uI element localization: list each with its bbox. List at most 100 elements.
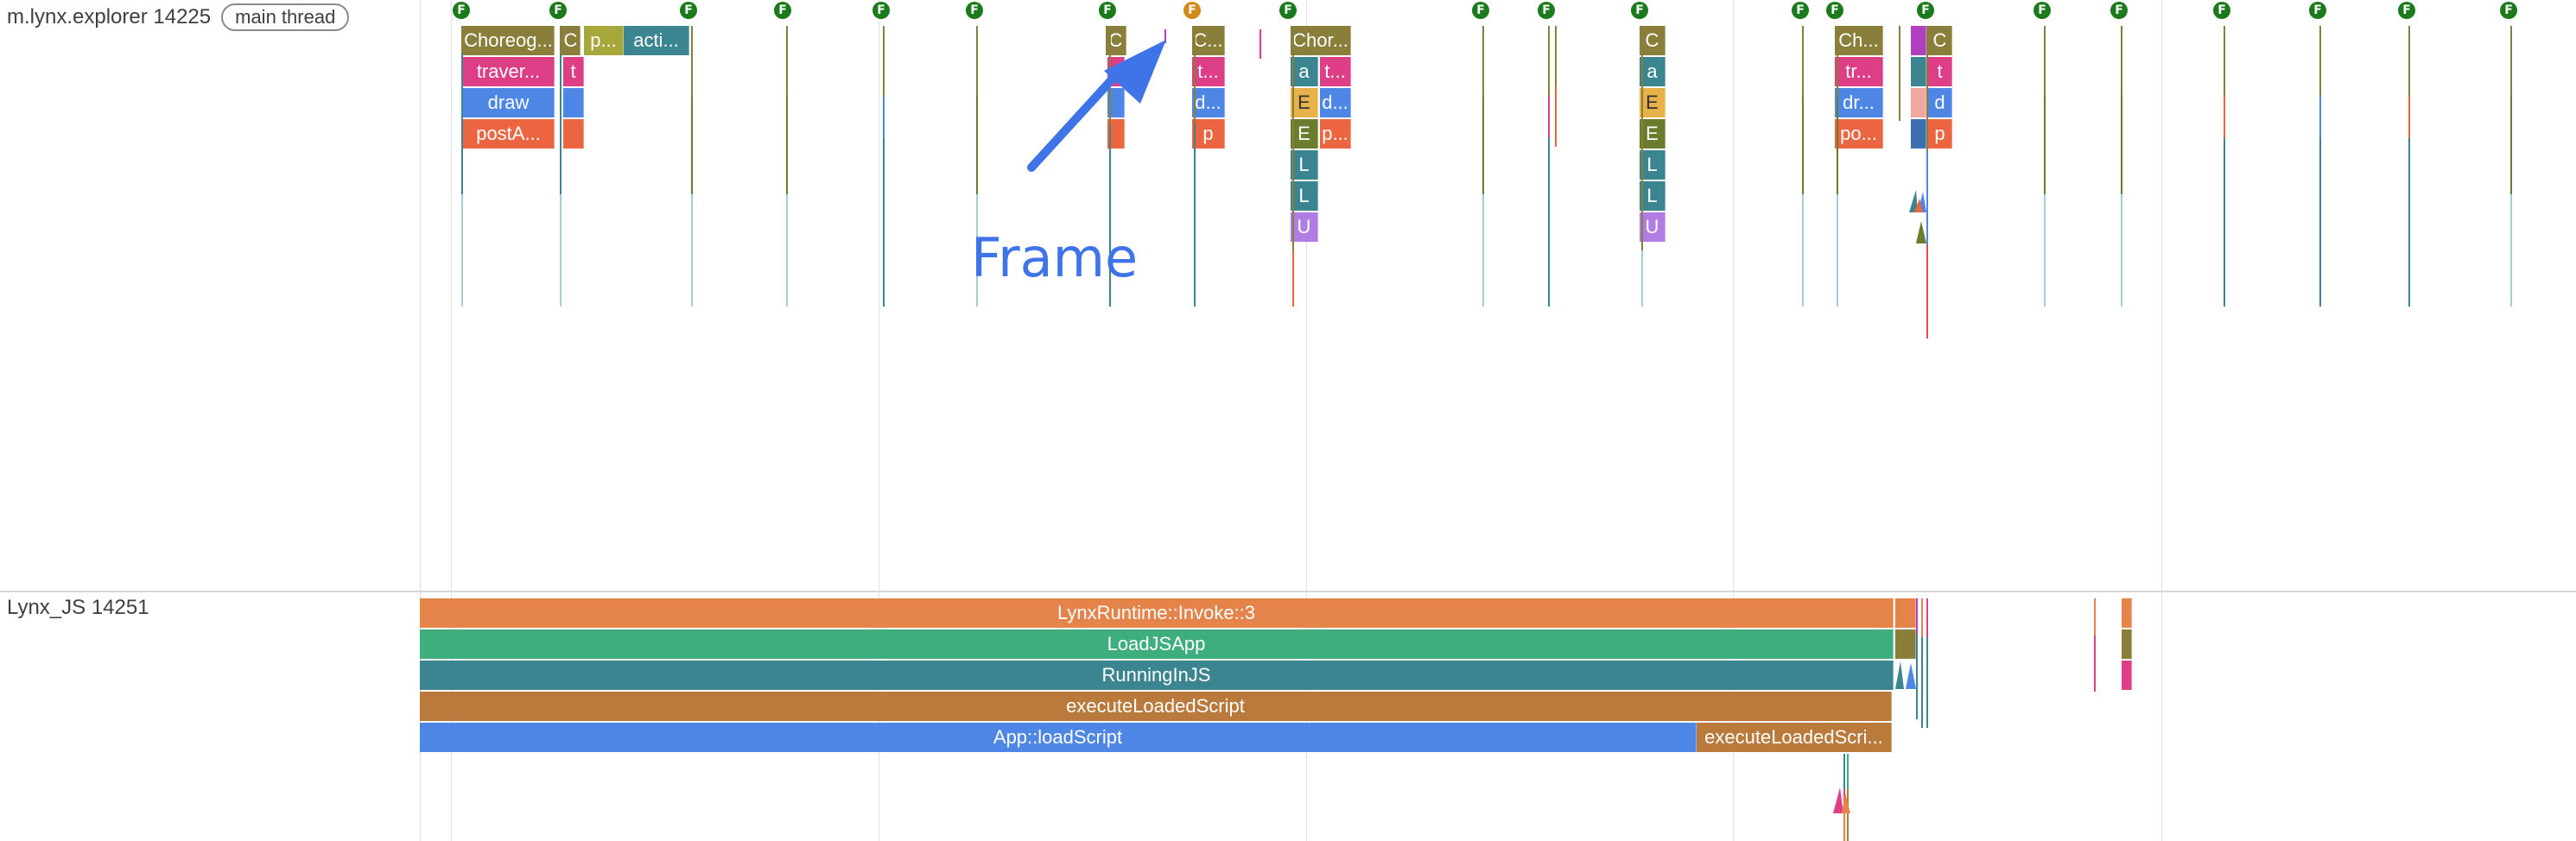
frame-marker[interactable]: F (774, 2, 791, 19)
slice-execute-loaded-script[interactable]: executeLoadedScript (420, 692, 1892, 721)
frame-marker-janky[interactable]: F (1183, 2, 1201, 19)
thin-slice[interactable] (786, 26, 788, 307)
slice-l[interactable]: L (1640, 181, 1666, 211)
frame-marker[interactable]: F (1826, 2, 1843, 19)
thin-slice[interactable] (1259, 29, 1261, 59)
thin-slice[interactable] (461, 26, 463, 307)
thin-slice[interactable] (1837, 26, 1838, 307)
frame-marker[interactable]: F (966, 2, 983, 19)
slice-choreographer[interactable]: Ch... (1835, 26, 1883, 55)
thin-slice[interactable] (560, 26, 562, 307)
thin-slice[interactable] (2224, 26, 2225, 307)
frame-marker[interactable]: F (1099, 2, 1116, 19)
slice-p[interactable]: p (1192, 119, 1225, 149)
thin-slice[interactable] (1916, 598, 1918, 719)
slice-unnamed[interactable] (1895, 598, 1916, 628)
slice-a[interactable]: a (1291, 57, 1318, 86)
thin-slice[interactable] (1548, 26, 1550, 307)
slice-unnamed[interactable] (1895, 629, 1916, 659)
slice-p[interactable]: p... (1320, 119, 1351, 149)
frame-marker[interactable]: F (872, 2, 890, 19)
thin-slice[interactable] (1641, 26, 1643, 307)
slice-post-animation[interactable]: po... (1835, 119, 1883, 149)
slice-unnamed[interactable] (563, 88, 584, 117)
slice-unnamed[interactable] (1911, 119, 1926, 149)
slice-l[interactable]: L (1291, 181, 1318, 211)
slice-post-animation[interactable]: postA... (463, 119, 555, 149)
slice-unnamed[interactable] (2122, 661, 2132, 690)
slice-load-js-app[interactable]: LoadJSApp (420, 629, 1894, 659)
slice-t[interactable]: t... (1192, 57, 1225, 86)
slice-e[interactable]: E (1640, 119, 1666, 149)
slice-t[interactable]: t... (1320, 57, 1351, 86)
thin-slice[interactable] (691, 26, 693, 307)
thin-slice[interactable] (1109, 26, 1111, 307)
thin-slice[interactable] (2408, 26, 2410, 307)
thin-slice[interactable] (1926, 598, 1928, 728)
slice-unnamed[interactable] (2122, 598, 2132, 628)
slice-unnamed[interactable] (1107, 88, 1125, 117)
thin-slice[interactable] (2319, 26, 2321, 307)
slice-t[interactable]: t (1928, 57, 1952, 86)
frame-marker[interactable]: F (1792, 2, 1809, 19)
slice-p[interactable]: p (1928, 119, 1952, 149)
frame-marker[interactable]: F (1538, 2, 1555, 19)
slice-d[interactable]: d (1928, 88, 1952, 117)
thin-slice[interactable] (1482, 26, 1484, 307)
slice-d[interactable]: d... (1320, 88, 1351, 117)
thin-slice[interactable] (1194, 26, 1196, 307)
slice-traversal[interactable]: tr... (1835, 57, 1883, 86)
thin-slice[interactable] (1164, 29, 1166, 43)
frame-marker[interactable]: F (453, 2, 470, 19)
thin-slice[interactable] (1843, 754, 1845, 841)
frame-marker[interactable]: F (1631, 2, 1648, 19)
slice-app-load-script[interactable]: App::loadScript (420, 723, 1697, 752)
frame-marker[interactable]: F (1917, 2, 1934, 19)
slice-choreographer[interactable]: Chor... (1291, 26, 1351, 55)
slice-draw[interactable]: draw (463, 88, 555, 117)
slice-p[interactable]: p... (584, 26, 624, 55)
slice-running-in-js[interactable]: RunningInJS (420, 661, 1894, 690)
frame-marker[interactable]: F (2500, 2, 2517, 19)
frame-marker[interactable]: F (680, 2, 697, 19)
thin-slice[interactable] (883, 26, 885, 307)
frame-marker[interactable]: F (2213, 2, 2230, 19)
slice-u[interactable]: U (1640, 212, 1666, 242)
slice-unnamed[interactable] (1911, 88, 1926, 117)
slice-c[interactable]: C... (1192, 26, 1225, 55)
slice-unnamed[interactable] (1911, 57, 1926, 86)
slice-execute-loaded-script-2[interactable]: executeLoadedScri... (1697, 723, 1892, 752)
slice-e[interactable]: E (1291, 88, 1318, 117)
thread-chip[interactable]: main thread (221, 3, 350, 31)
slice-activity[interactable]: acti... (624, 26, 689, 55)
frame-marker[interactable]: F (2034, 2, 2051, 19)
slice-a[interactable]: a (1640, 57, 1666, 86)
slice-choreographer[interactable]: Choreog... (463, 26, 555, 55)
thin-slice[interactable] (1555, 26, 1557, 147)
slice-d[interactable]: d... (1192, 88, 1225, 117)
slice-c[interactable]: C (562, 26, 581, 55)
thin-slice[interactable] (2121, 26, 2122, 307)
thin-slice[interactable] (1921, 598, 1923, 728)
slice-c[interactable]: C (1640, 26, 1666, 55)
slice-l[interactable]: L (1291, 150, 1318, 180)
frame-marker[interactable]: F (1279, 2, 1297, 19)
slice-unnamed[interactable] (1911, 26, 1926, 55)
slice-u[interactable]: U (1291, 212, 1318, 242)
slice-traversal[interactable]: traver... (463, 57, 555, 86)
slice-unnamed[interactable] (1107, 119, 1125, 149)
thin-slice[interactable] (1292, 26, 1294, 307)
slice-c[interactable]: C (1928, 26, 1952, 55)
slice-unnamed[interactable] (563, 119, 584, 149)
slice-lynx-runtime-invoke[interactable]: LynxRuntime::Invoke::3 (420, 598, 1894, 628)
thin-slice[interactable] (1899, 26, 1900, 121)
thin-slice[interactable] (2044, 26, 2046, 307)
slice-t[interactable]: t (563, 57, 584, 86)
frame-marker[interactable]: F (2110, 2, 2128, 19)
slice-e[interactable]: E (1640, 88, 1666, 117)
frame-marker[interactable]: F (2309, 2, 2326, 19)
frame-marker[interactable]: F (1472, 2, 1489, 19)
slice-unnamed[interactable] (2122, 629, 2132, 659)
thin-slice[interactable] (2510, 26, 2512, 307)
frame-marker[interactable]: F (2398, 2, 2415, 19)
